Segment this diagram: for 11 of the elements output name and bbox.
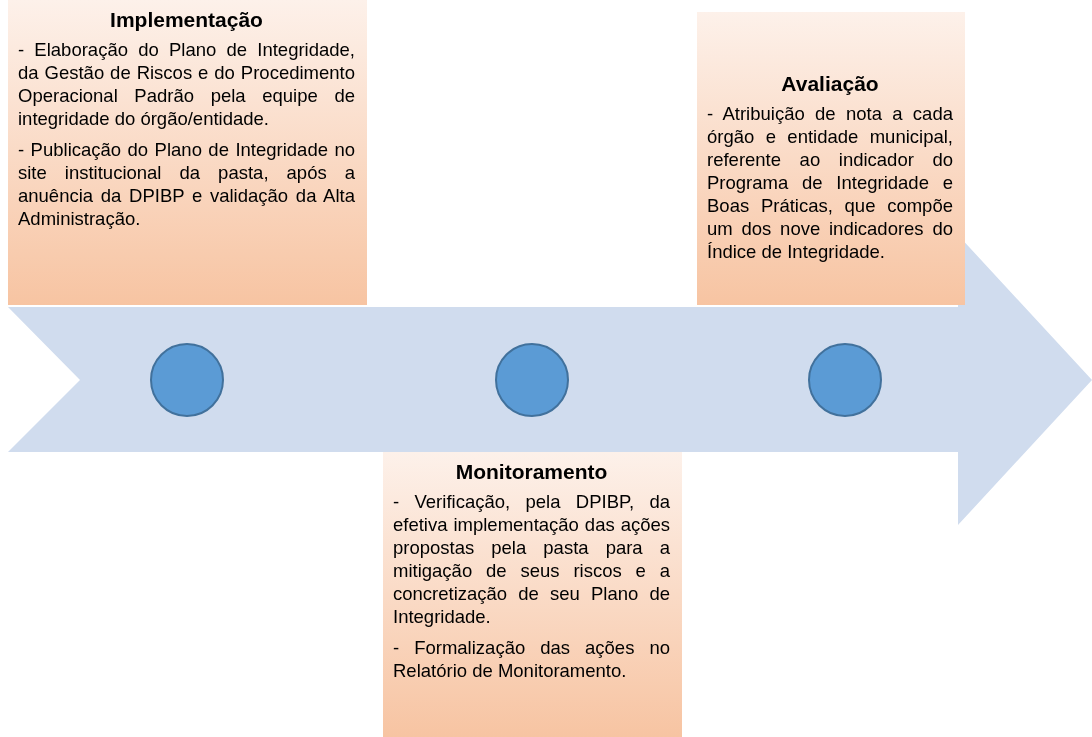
milestone-card	[697, 12, 965, 305]
milestone-card	[383, 452, 682, 737]
card-heading: Implementação	[109, 8, 264, 32]
card-heading: Avaliação	[780, 72, 880, 96]
card-paragraph: - Elaboração do Plano de Integridade, da Gestão de Riscos e do Procedimento Operacional Padrão pela equipe de integridade do órgão/entidade.	[18, 38, 355, 130]
card-paragraph: - Publicação do Plano de Integridade no site institucional da pasta, após a anuência da DPIBP e validação da Alta Administração.	[18, 138, 355, 230]
card-heading: Monitoramento	[454, 460, 609, 484]
milestone-card	[8, 0, 367, 305]
card-paragraph: - Verificação, pela DPIBP, da efetiva implementação das ações propostas pela pasta para a mitigação de seus riscos e a concretização de seu Plano de Integridade.	[393, 490, 670, 628]
card-paragraph: - Formalização das ações no Relatório de Monitoramento.	[393, 636, 670, 682]
card-paragraph: - Atribuição de nota a cada órgão e entidade municipal, referente ao indicador do Programa de Integridade e Boas Práticas, que compõe um dos nove indicadores do Índice de Integridade.	[707, 102, 953, 263]
